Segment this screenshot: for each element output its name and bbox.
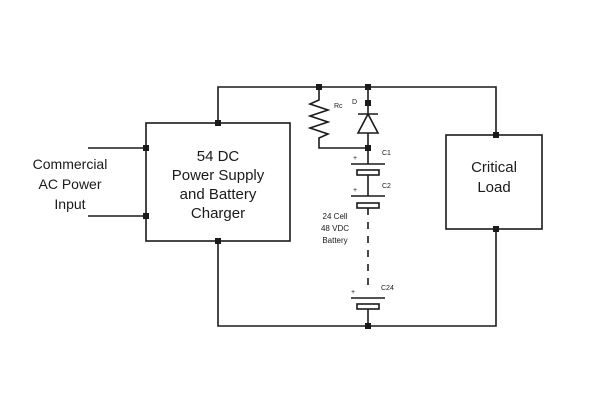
battery-label-line-3: Battery [322, 236, 347, 245]
top-bus-wire [217, 86, 497, 135]
load-label-line-1: Critical [471, 159, 517, 176]
node-charger-bottom [215, 238, 221, 244]
cell-c1-plus: + [353, 155, 357, 162]
node-input-bottom [143, 213, 149, 219]
bottom-bus-wire [217, 229, 497, 327]
resistor-rc [307, 87, 368, 149]
input-label-line-1: Commercial [33, 156, 108, 172]
cell-c1-negative-plate [356, 169, 380, 176]
charger-label-line-3: and Battery [180, 186, 257, 203]
node-input-top [143, 145, 149, 151]
charger-label-line-4: Charger [191, 205, 245, 222]
node-battery-bottom [365, 323, 371, 329]
input-label-line-2: AC Power [38, 176, 101, 192]
node-load-top [493, 132, 499, 138]
load-label-line-2: Load [477, 179, 510, 196]
node-load-bottom [493, 226, 499, 232]
battery-label-line-2: 48 VDC [321, 224, 349, 233]
diode-label: D [352, 99, 357, 106]
cell-c24-label: C24 [381, 285, 394, 292]
resistor-label: Rc [334, 103, 343, 110]
charger-label-line-1: 54 DC [197, 148, 240, 165]
cell-c2-negative-plate [356, 202, 380, 209]
battery-label-line-1: 24 Cell [323, 212, 348, 221]
node-resistor-top [316, 84, 322, 90]
cell-c24-negative-plate [356, 303, 380, 310]
node-charger-top [215, 120, 221, 126]
diode-symbol [356, 112, 380, 134]
input-label-line-3: Input [54, 196, 85, 212]
node-diode-top [365, 84, 371, 90]
node-diode-inner [365, 100, 371, 106]
cell-c24-plus: + [351, 289, 355, 296]
node-battery-top [365, 145, 371, 151]
charger-box [145, 122, 291, 242]
cell-c1-label: C1 [382, 150, 391, 157]
charger-label-line-2: Power Supply [172, 167, 265, 184]
cell-c2-plus: + [353, 187, 357, 194]
cell-c2-label: C2 [382, 183, 391, 190]
